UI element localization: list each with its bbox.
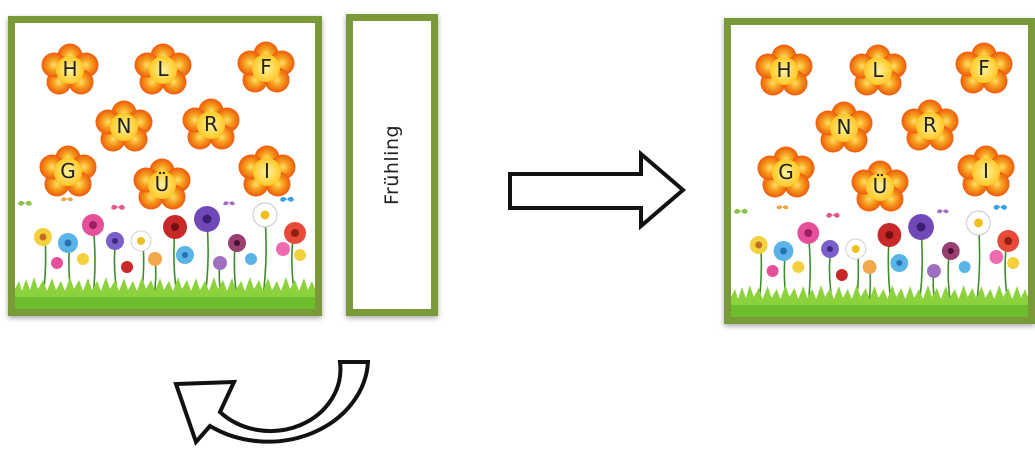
letter-flower: I [238, 145, 296, 197]
flower-letter: N [836, 115, 852, 139]
letter-flower: R [901, 99, 959, 151]
right-arrow-icon [508, 150, 687, 230]
right-flower-card: H L F N R G Ü I [724, 18, 1035, 324]
letter-flower: I [957, 145, 1015, 197]
strip-word: Frühling [381, 124, 403, 206]
flower-letter: F [978, 56, 990, 80]
flower-letter: R [923, 113, 937, 137]
letter-flower: F [237, 41, 295, 93]
meadow-illustration [731, 205, 1028, 317]
letter-flower: R [182, 98, 240, 150]
flower-letter: H [62, 57, 78, 81]
flower-letter: I [983, 159, 989, 183]
letter-flower: H [41, 43, 99, 95]
letter-flower: L [849, 44, 907, 96]
letter-flower: Ü [851, 160, 909, 212]
flower-letter: I [264, 159, 270, 183]
letter-flower: F [955, 42, 1013, 94]
meadow-illustration [15, 197, 315, 309]
letter-flower: N [95, 100, 153, 152]
flower-letter: L [872, 58, 884, 82]
flower-letter: G [778, 160, 794, 184]
flower-letter: R [204, 112, 218, 136]
letter-flower: H [755, 44, 813, 96]
flower-letter: N [116, 114, 132, 138]
flower-letter: L [157, 57, 169, 81]
word-strip: Frühling [346, 14, 438, 316]
flower-letter: H [776, 58, 792, 82]
left-flower-card: H L F N R G Ü I [8, 16, 322, 316]
flower-letter: Ü [872, 174, 888, 198]
curved-return-arrow-icon [173, 360, 371, 446]
letter-flower: N [815, 101, 873, 153]
letter-flower: G [39, 145, 97, 197]
letter-flower: L [134, 43, 192, 95]
letter-flower: Ü [133, 158, 191, 210]
flower-letter: F [260, 55, 272, 79]
letter-flower: G [757, 146, 815, 198]
flower-letter: Ü [154, 172, 170, 196]
flower-letter: G [60, 159, 76, 183]
